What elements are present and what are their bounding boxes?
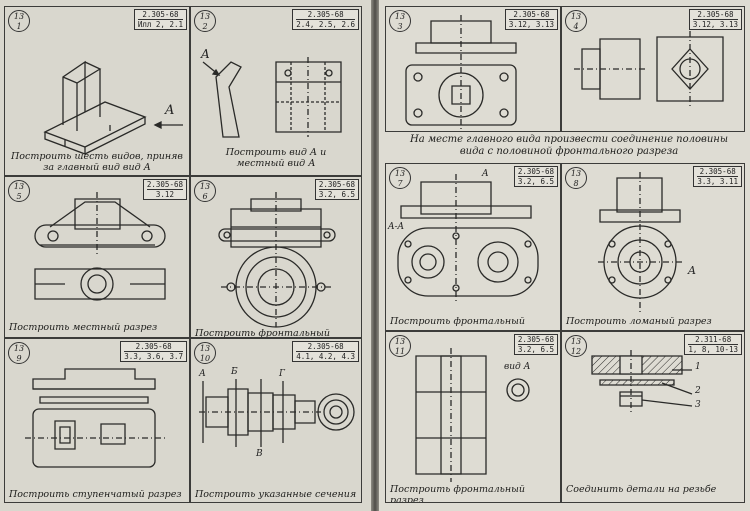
task-caption: Построить фронтальный разрез bbox=[390, 484, 525, 503]
task-caption: Построить фронтальный разрез bbox=[390, 316, 525, 330]
cut-label-a: А bbox=[199, 369, 206, 379]
task-caption: Построить ступенчатый разрез bbox=[9, 489, 182, 500]
section-label-aa: A-A bbox=[388, 222, 405, 232]
task-caption: Построить вид А и местный вид А bbox=[225, 147, 327, 169]
cut-label-b: Б bbox=[231, 367, 238, 377]
task-caption: Построить указанные сечения bbox=[195, 489, 357, 500]
view-label-a: A bbox=[482, 169, 489, 179]
cover-drawing bbox=[562, 164, 745, 331]
cut-label-v: В bbox=[256, 449, 263, 459]
cut-label-g: Г bbox=[279, 369, 285, 379]
task-caption: Построить местный разрез bbox=[9, 322, 158, 333]
book-gutter bbox=[371, 0, 379, 511]
stepped-section-drawing bbox=[5, 339, 190, 503]
view-label: вид А bbox=[504, 362, 531, 372]
fitting-drawing bbox=[562, 7, 745, 132]
threaded-assembly-drawing bbox=[562, 332, 745, 503]
shaft-sections-drawing bbox=[191, 339, 362, 503]
sleeve-drawing bbox=[386, 332, 561, 503]
task-caption: Построить шесть видов, приняв за главный… bbox=[11, 151, 183, 173]
view-label-a: A bbox=[688, 264, 696, 277]
flange-drawing bbox=[191, 177, 362, 338]
tasks-3-4-caption: На месте главного вида произвести соедин… bbox=[409, 134, 729, 157]
task-caption: Построить ломаный разрез bbox=[566, 316, 712, 327]
part-label-2: 2 bbox=[695, 386, 701, 396]
isometric-part-drawing bbox=[5, 7, 190, 176]
view-label-a: A bbox=[201, 47, 210, 61]
task-caption: Соединить детали на резьбе bbox=[566, 484, 717, 495]
part-label-1: 1 bbox=[695, 362, 701, 372]
half-section-drawing bbox=[386, 7, 561, 132]
task-caption: Построить фронтальный разрез bbox=[195, 328, 330, 338]
view-label-a: A bbox=[165, 103, 175, 118]
part-label-3: 3 bbox=[695, 400, 701, 410]
bracket-drawing bbox=[191, 7, 362, 176]
housing-drawing bbox=[386, 164, 561, 331]
local-section-drawing bbox=[5, 177, 190, 338]
